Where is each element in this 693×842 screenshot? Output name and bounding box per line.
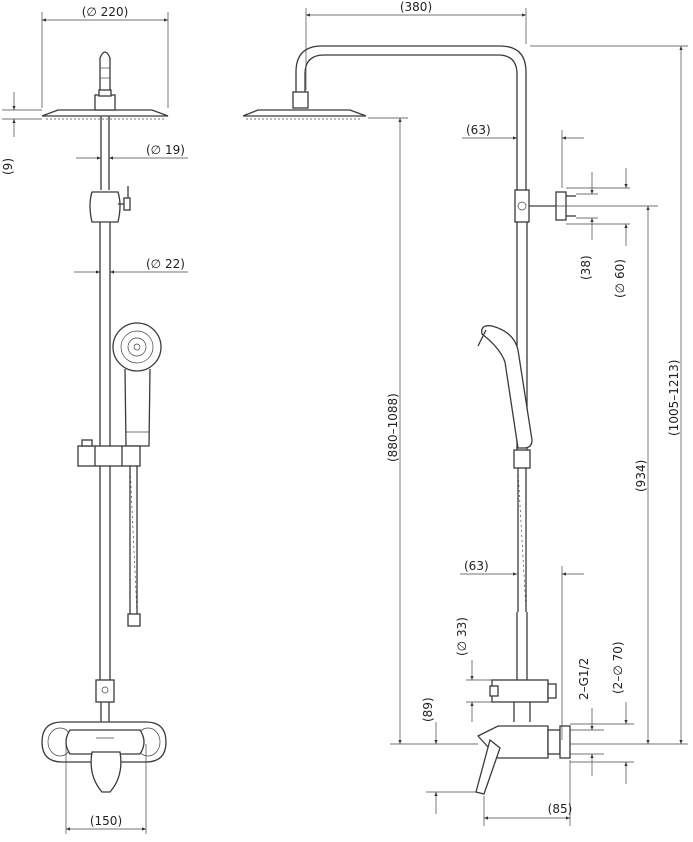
connector-diameter-label: (∅ 33) — [455, 617, 469, 656]
side-hose — [517, 468, 527, 612]
arm-length-label: (380) — [400, 0, 432, 14]
front-slider — [77, 439, 141, 467]
side-dimensions: (380) (63) (38) (∅ 60) (880–1088) (1005–… — [305, 0, 688, 826]
side-diverter — [489, 679, 557, 722]
escutcheon-diameter-label: (2–∅ 70) — [611, 641, 625, 694]
front-dimensions: (∅ 220) (9) (∅ 19) (∅ 22) (150) — [1, 5, 188, 834]
front-shower-head — [41, 51, 169, 120]
bracket-depth-label: (38) — [579, 255, 593, 280]
head-diameter-label: (∅ 220) — [82, 5, 129, 19]
side-shower-head — [242, 91, 367, 120]
side-hand-shower — [477, 325, 533, 449]
arm-offset-label: (63) — [466, 123, 491, 137]
side-mixer — [475, 725, 571, 795]
front-view — [41, 51, 169, 793]
head-height-label: (880–1088) — [386, 393, 400, 462]
slide-bar-height-label: (934) — [634, 460, 648, 492]
front-mixer — [41, 721, 167, 793]
side-arm — [295, 45, 527, 190]
mixer-height-label: (89) — [421, 697, 435, 722]
upper-pipe-diameter-label: (∅ 19) — [146, 143, 185, 157]
lower-pipe-diameter-label: (∅ 22) — [146, 257, 185, 271]
side-view — [242, 45, 576, 795]
total-height-label: (1005–1213) — [667, 360, 681, 436]
front-hose — [127, 465, 141, 627]
mixer-width-label: (150) — [90, 814, 122, 828]
thread-spec-label: 2–G1/2 — [577, 658, 591, 700]
front-hand-shower — [112, 322, 162, 447]
front-bracket — [89, 186, 131, 223]
head-thickness-label: (9) — [1, 158, 15, 175]
bracket-diameter-label: (∅ 60) — [613, 259, 627, 298]
mixer-depth-label: (85) — [548, 802, 573, 816]
lower-offset-label: (63) — [464, 559, 489, 573]
